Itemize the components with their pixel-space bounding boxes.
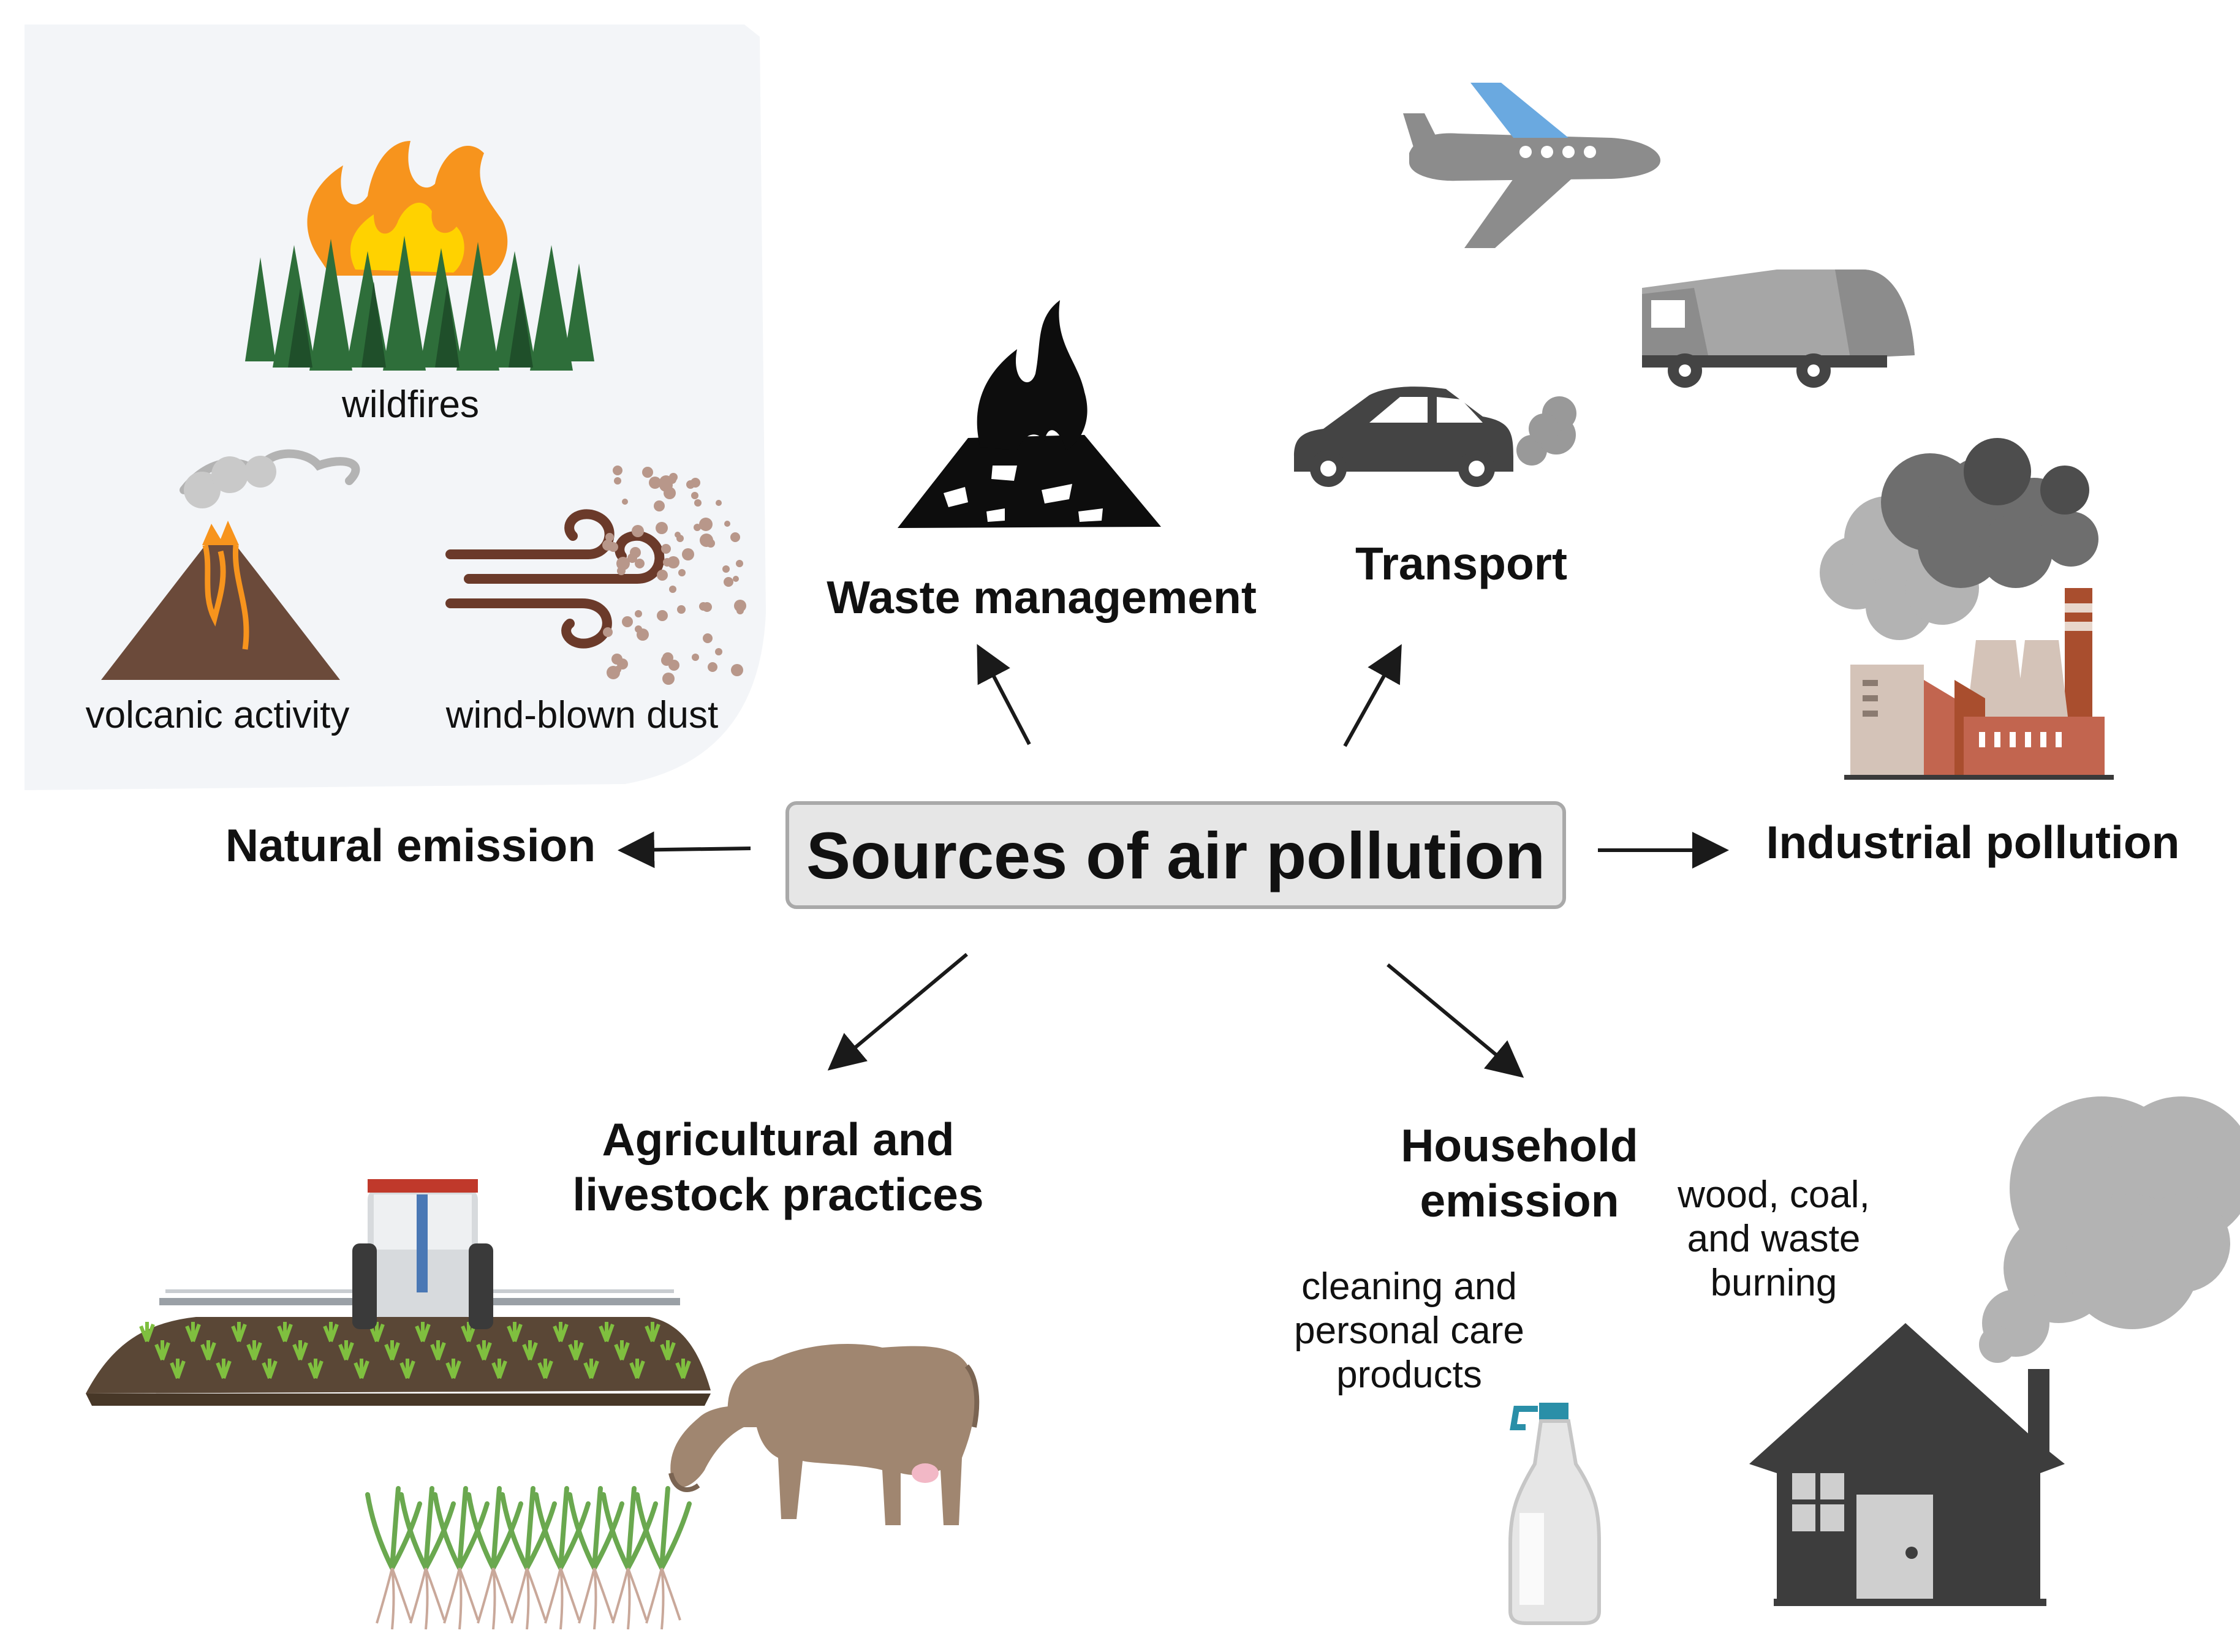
label-wildfires: wildfires bbox=[342, 383, 479, 426]
label-cleaning-line1: cleaning and bbox=[1301, 1265, 1517, 1308]
arrow-agricultural bbox=[827, 952, 968, 1071]
arrow-waste bbox=[977, 644, 1031, 745]
label-cleaning-products: cleaning and personal care products bbox=[1274, 1265, 1544, 1397]
category-industrial-pollution: Industrial pollution bbox=[1766, 817, 2180, 868]
garbage-truck-icon bbox=[1642, 270, 1915, 388]
label-burning-line1: wood, coal, bbox=[1678, 1174, 1870, 1216]
arrow-household bbox=[1387, 963, 1524, 1078]
category-household-emission: Household emission bbox=[1397, 1118, 1642, 1228]
category-household-line1: Household bbox=[1401, 1120, 1638, 1171]
spray-bottle-icon bbox=[1508, 1403, 1601, 1625]
arrow-natural bbox=[618, 831, 751, 869]
central-title: Sources of air pollution bbox=[806, 818, 1546, 892]
label-burning-line2: and waste bbox=[1687, 1218, 1861, 1260]
volcano-icon bbox=[101, 449, 360, 680]
label-cleaning-line3: products bbox=[1336, 1354, 1482, 1396]
forest-fire-icon bbox=[245, 141, 594, 371]
label-volcanic-activity: volcanic activity bbox=[85, 694, 350, 736]
tractor-field-icon bbox=[86, 1179, 711, 1406]
grass-icon bbox=[365, 1486, 692, 1630]
category-household-line2: emission bbox=[1420, 1175, 1619, 1226]
label-cleaning-line2: personal care bbox=[1294, 1310, 1524, 1352]
arrow-transport bbox=[1343, 644, 1402, 747]
label-wind-blown-dust: wind-blown dust bbox=[445, 694, 719, 736]
smoke-cloud-icon bbox=[1979, 1096, 2240, 1363]
waste-fire-icon bbox=[898, 300, 1161, 528]
category-agricultural-livestock: Agricultural and livestock practices bbox=[545, 1112, 1011, 1222]
category-transport: Transport bbox=[1355, 538, 1567, 589]
central-title-box: Sources of air pollution bbox=[785, 801, 1566, 909]
category-agricultural-line1: Agricultural and bbox=[602, 1114, 955, 1165]
category-waste-management: Waste management bbox=[827, 571, 1257, 623]
category-natural-emission: Natural emission bbox=[225, 820, 596, 871]
wind-dust-icon bbox=[445, 466, 746, 685]
house-icon bbox=[1749, 1323, 2065, 1606]
label-burning-line3: burning bbox=[1710, 1262, 1837, 1304]
airplane-icon bbox=[1403, 83, 1660, 248]
cow-icon bbox=[668, 1344, 980, 1525]
car-icon bbox=[1294, 387, 1576, 487]
arrows bbox=[618, 644, 1729, 1078]
factory-icon bbox=[1820, 438, 2114, 780]
category-agricultural-line2: livestock practices bbox=[572, 1169, 984, 1220]
label-burning: wood, coal, and waste burning bbox=[1654, 1173, 1893, 1305]
